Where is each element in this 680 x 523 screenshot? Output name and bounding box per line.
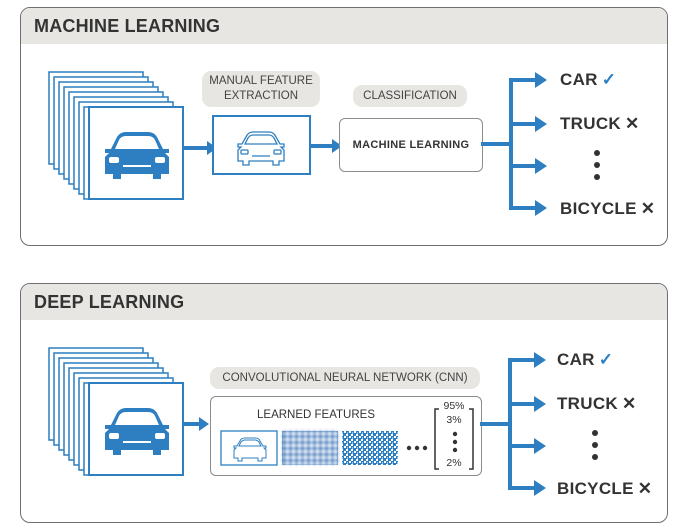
classification-label: CLASSIFICATION: [353, 85, 467, 107]
dl-output-branches: [480, 352, 546, 496]
ellipsis-icon: [452, 431, 458, 453]
cross-icon: ✕: [637, 479, 653, 498]
car-outline-icon: [233, 437, 267, 462]
dl-output-truck-label: TRUCK: [557, 394, 618, 413]
feature-extraction-line1: MANUAL FEATURE: [209, 75, 313, 87]
ml-output-truck-label: TRUCK: [560, 114, 621, 133]
ml-classifier-box: MACHINE LEARNING: [339, 118, 483, 172]
learned-feature-maps: [220, 408, 474, 470]
ml-output-bicycle: BICYCLE✕: [560, 199, 655, 219]
cnn-label: CONVOLUTIONAL NEURAL NETWORK (CNN): [210, 367, 480, 389]
feature-extraction-line2: EXTRACTION: [223, 90, 299, 102]
machine-learning-panel: MACHINE LEARNING MANUAL FEATURE EX: [20, 7, 668, 246]
dl-output-bicycle-label: BICYCLE: [557, 479, 634, 498]
cnn-box: LEARNED FEATURES: [210, 396, 482, 476]
car-icon: [105, 408, 169, 455]
dl-image-stack: [48, 347, 184, 476]
dl-output-bicycle: BICYCLE✕: [557, 479, 652, 499]
ml-output-branches: [481, 72, 547, 216]
dl-output-car: CAR✓: [557, 350, 613, 370]
ml-output-truck: TRUCK✕: [560, 114, 640, 134]
manual-feature-extraction-label: MANUAL FEATURE EXTRACTION: [202, 71, 320, 107]
dl-output-car-label: CAR: [557, 350, 595, 369]
check-icon: ✓: [598, 350, 614, 369]
deep-learning-panel: DEEP LEARNING CONVOLUTIONAL NEURAL NETWO…: [20, 283, 668, 523]
ml-output-bicycle-label: BICYCLE: [560, 199, 637, 218]
car-outline-icon: [237, 131, 285, 166]
cross-icon: ✕: [625, 114, 640, 133]
learned-features-label: LEARNED FEATURES: [257, 409, 376, 421]
check-icon: ✓: [601, 70, 617, 89]
dl-panel-title: DEEP LEARNING: [21, 284, 667, 320]
arrow-icon: [310, 139, 342, 153]
ml-output-car-label: CAR: [560, 70, 598, 89]
ellipsis-icon: [592, 430, 598, 460]
ellipsis-icon: [594, 150, 600, 180]
prob-top: 95%: [443, 400, 465, 412]
prob-bottom: 2%: [446, 457, 462, 469]
feature-extraction-box: [212, 115, 311, 175]
ml-output-car: CAR✓: [560, 70, 616, 90]
cross-icon: ✕: [640, 199, 656, 218]
car-icon: [105, 132, 169, 179]
ml-image-stack: [48, 71, 184, 200]
arrow-icon: [183, 417, 209, 431]
prob-second: 3%: [446, 414, 462, 426]
cross-icon: ✕: [622, 394, 637, 413]
dl-output-truck: TRUCK✕: [557, 394, 637, 414]
ml-panel-title: MACHINE LEARNING: [21, 8, 667, 44]
